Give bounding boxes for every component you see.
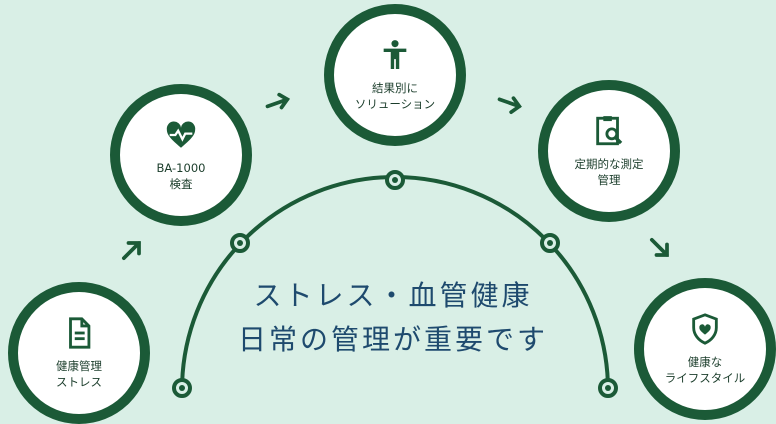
- step-label-line1: BA-1000: [156, 161, 206, 175]
- step-node-solution: 結果別に ソリューション: [324, 4, 466, 146]
- step-label-line1: 定期的な測定: [574, 157, 644, 171]
- step-label-line1: 結果別に: [372, 81, 418, 95]
- step-node-healthy-lifestyle: 健康な ライフスタイル: [634, 278, 776, 420]
- step-label-line1: 健康な: [687, 355, 723, 369]
- headline-line1: ストレス・血管健康: [253, 279, 533, 312]
- arc-dot: [598, 378, 618, 398]
- step-label-line2: ライフスタイル: [664, 371, 746, 385]
- heartbeat-icon: [166, 121, 196, 148]
- clipboard-search-icon: [596, 116, 623, 146]
- step-label-line1: 健康管理: [56, 359, 102, 373]
- arc-dot: [385, 170, 405, 190]
- person-icon: [383, 40, 407, 70]
- arrow-right-icon: [497, 96, 522, 115]
- step-label-line2: ストレス: [56, 375, 102, 389]
- step-node-health-management: 健康管理 ストレス: [8, 282, 150, 424]
- arc-dot: [172, 378, 192, 398]
- shield-heart-icon: [692, 313, 718, 345]
- step-node-regular-measurement: 定期的な測定 管理: [538, 80, 680, 222]
- step-label-line2: ソリューション: [354, 97, 436, 111]
- document-icon: [69, 317, 91, 349]
- step-label-line2: 検査: [169, 177, 193, 191]
- arrow-right-icon: [265, 92, 291, 110]
- headline-line2: 日常の管理が重要です: [237, 323, 548, 356]
- arrow-down-right-icon: [649, 237, 669, 257]
- arc-dot: [540, 233, 560, 253]
- arrow-up-right-icon: [121, 241, 141, 261]
- arc-dot: [230, 233, 250, 253]
- step-node-ba1000-test: BA-1000 検査: [110, 84, 252, 226]
- step-label-line2: 管理: [597, 173, 621, 187]
